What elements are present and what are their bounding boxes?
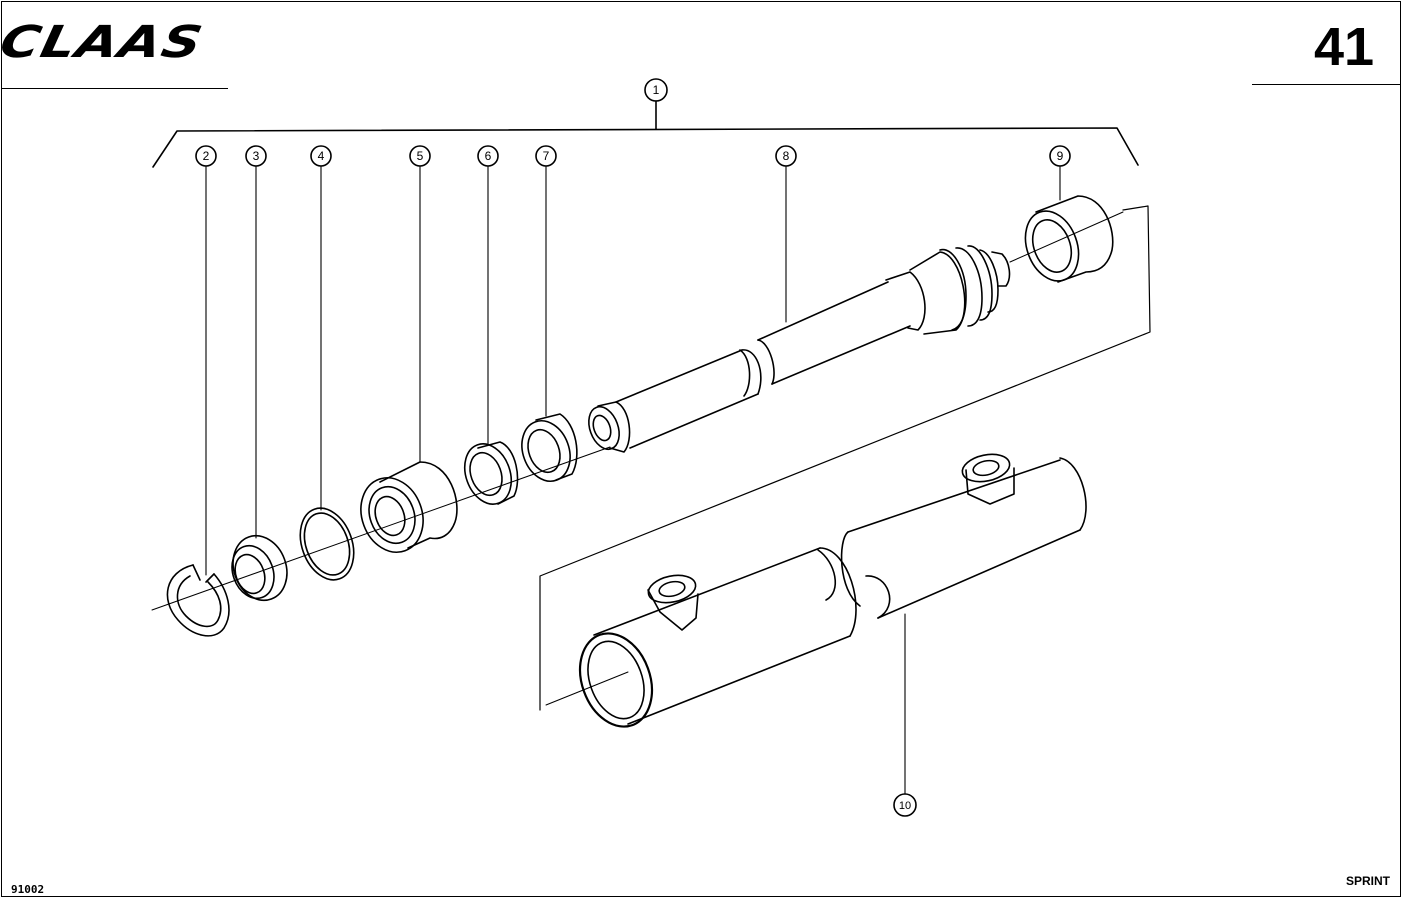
callout-bubble-3: 3 [245, 145, 267, 167]
callout-label-5: 5 [417, 149, 424, 163]
callout-label-6: 6 [485, 149, 492, 163]
o-ring-part [299, 507, 355, 581]
callout-bubble-5: 5 [409, 145, 431, 167]
callout-label-2: 2 [203, 149, 210, 163]
callout-label-8: 8 [783, 149, 790, 163]
callout-bubble-6: 6 [477, 145, 499, 167]
callout-label-3: 3 [253, 149, 260, 163]
rod-group-frame [539, 205, 1151, 711]
callout-bubble-1: 1 [644, 78, 668, 102]
header-rule-left [2, 88, 228, 89]
guide-ring-part [521, 413, 578, 482]
callout-bubble-4: 4 [310, 145, 332, 167]
callout-label-9: 9 [1057, 149, 1064, 163]
page-number: 41 [1313, 17, 1375, 77]
circlip-part [166, 564, 230, 637]
model-label: SPRINT [1345, 874, 1390, 888]
drawing-code: 91002 [11, 883, 45, 896]
piston-rod-part [588, 245, 1011, 453]
assembly-bracket [152, 127, 1139, 168]
callout-label-7: 7 [543, 149, 550, 163]
callout-label-10: 10 [899, 800, 911, 812]
gland-bush-part [360, 461, 458, 553]
callout-bubble-7: 7 [535, 145, 557, 167]
callout-bubble-10: 10 [893, 793, 917, 817]
wiper-ring-part [463, 441, 519, 505]
assembly-axis-upper [1009, 211, 1124, 263]
cylinder-cap-part [1024, 195, 1114, 283]
callout-bubble-2: 2 [195, 145, 217, 167]
callout-label-1: 1 [653, 83, 660, 97]
seal-ring-part [231, 534, 288, 602]
callout-bubble-9: 9 [1049, 145, 1071, 167]
callout-bubble-8: 8 [775, 145, 797, 167]
callout-leaders [205, 165, 1061, 795]
header-rule-right [1252, 84, 1400, 85]
cylinder-barrel-part [545, 453, 1087, 728]
callout-label-4: 4 [318, 149, 325, 163]
